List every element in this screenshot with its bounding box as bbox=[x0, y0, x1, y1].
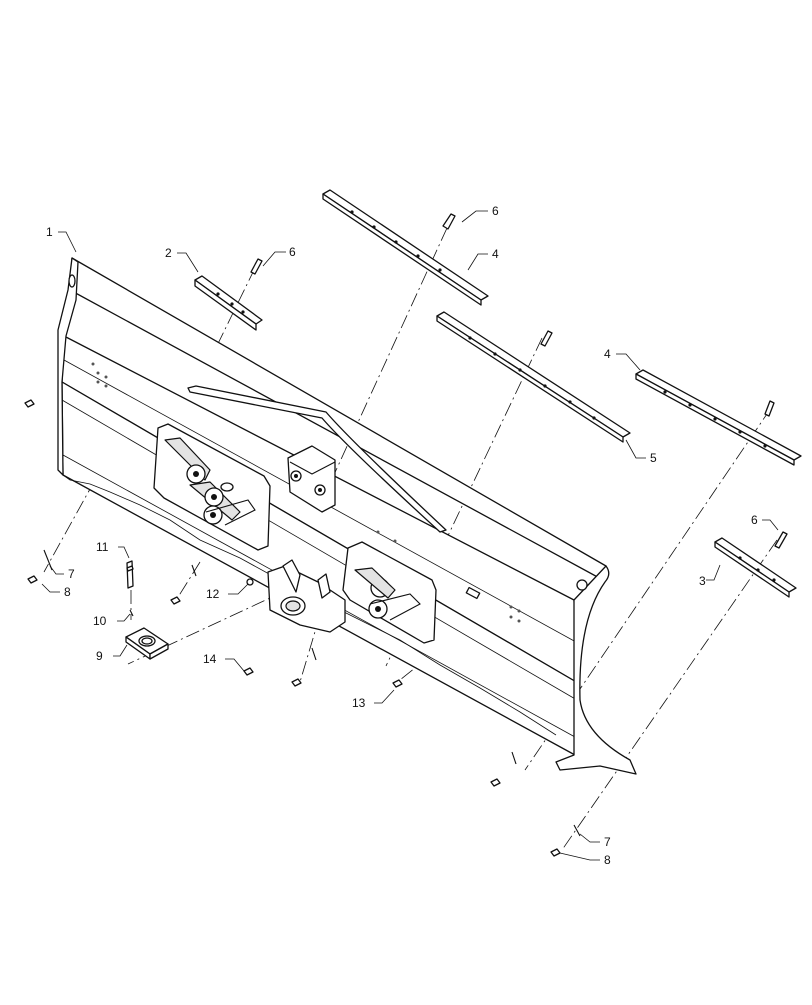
callout-12: 12 bbox=[206, 587, 220, 601]
callout-6-right: 6 bbox=[751, 513, 758, 527]
end-bit-left bbox=[194, 275, 263, 331]
callout-8-left: 8 bbox=[64, 585, 71, 599]
left-end-plate bbox=[57, 257, 79, 476]
cap-screw-icon bbox=[126, 560, 134, 589]
callout-9: 9 bbox=[96, 649, 103, 663]
right-mount-plate bbox=[342, 541, 437, 644]
callout-14: 14 bbox=[203, 652, 217, 666]
callout-labels: 1 2 3 4 4 5 6 6 6 7 7 8 8 9 10 11 12 13 … bbox=[46, 204, 758, 867]
callout-6-upper: 6 bbox=[492, 204, 499, 218]
diagonal-stiffener bbox=[187, 385, 447, 533]
grease-fitting-icon bbox=[243, 578, 403, 688]
cutting-edge-right bbox=[635, 369, 802, 466]
callout-11: 11 bbox=[96, 540, 109, 554]
callout-3: 3 bbox=[699, 574, 706, 588]
left-mount-plate bbox=[153, 423, 271, 551]
plow-bolt-icon bbox=[250, 213, 788, 549]
callout-4-upper: 4 bbox=[492, 247, 499, 261]
callout-1: 1 bbox=[46, 225, 53, 239]
end-bit-right bbox=[714, 537, 797, 598]
callout-7-right: 7 bbox=[604, 835, 611, 849]
cutting-edge-upper bbox=[322, 189, 489, 306]
callout-13: 13 bbox=[352, 696, 366, 710]
center-bracket bbox=[287, 445, 336, 513]
right-end-plate bbox=[555, 565, 637, 775]
leader-lines bbox=[41, 210, 779, 861]
trunnion-bracket bbox=[267, 559, 346, 633]
cutting-edge-middle bbox=[436, 311, 631, 443]
callout-10: 10 bbox=[93, 614, 107, 628]
blade-bottom-edge bbox=[62, 474, 557, 736]
lock-washer-icon bbox=[129, 609, 134, 617]
flange-plate bbox=[125, 627, 169, 660]
callout-8-right: 8 bbox=[604, 853, 611, 867]
callout-7-left: 7 bbox=[68, 567, 75, 581]
callout-5: 5 bbox=[650, 451, 657, 465]
hex-nut-icon bbox=[24, 399, 561, 857]
callout-6-left: 6 bbox=[289, 245, 296, 259]
callout-2: 2 bbox=[165, 246, 172, 260]
callout-4-right: 4 bbox=[604, 347, 611, 361]
